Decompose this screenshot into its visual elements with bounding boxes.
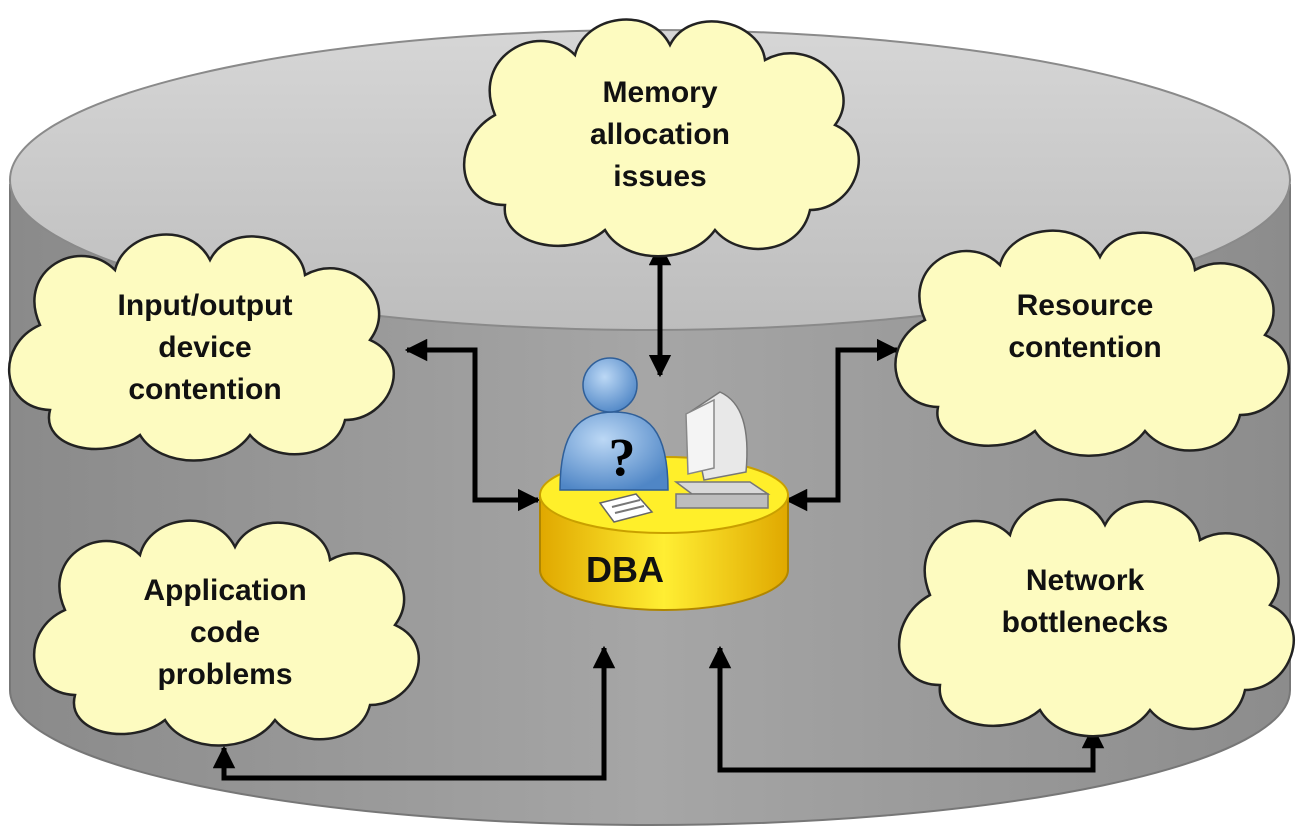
resource-contention-label: Resource contention (1008, 289, 1162, 364)
cloud-resource (894, 229, 1290, 457)
computer-icon (673, 391, 771, 509)
io-contention-label: Input/output device contention (117, 289, 293, 406)
connectors (212, 242, 1105, 781)
cloud-memory (462, 18, 860, 258)
arrow-resource (784, 338, 900, 512)
arrow-application (212, 645, 616, 781)
cloud-network (897, 498, 1295, 738)
dba-label: DBA (586, 549, 664, 590)
cloud-io (7, 233, 395, 462)
memory-allocation-label: Memory allocation issues (589, 76, 731, 193)
arrow-io (404, 338, 541, 512)
application-code-label: Application code problems (143, 574, 307, 691)
dba-hub: ? (539, 357, 789, 611)
document-icon (598, 493, 654, 523)
person-icon (559, 357, 669, 491)
cloud-application (32, 519, 420, 747)
question-mark-icon: ? (609, 427, 636, 487)
network-bottlenecks-label: Network bottlenecks (1001, 564, 1169, 639)
arrow-network (708, 645, 1105, 773)
